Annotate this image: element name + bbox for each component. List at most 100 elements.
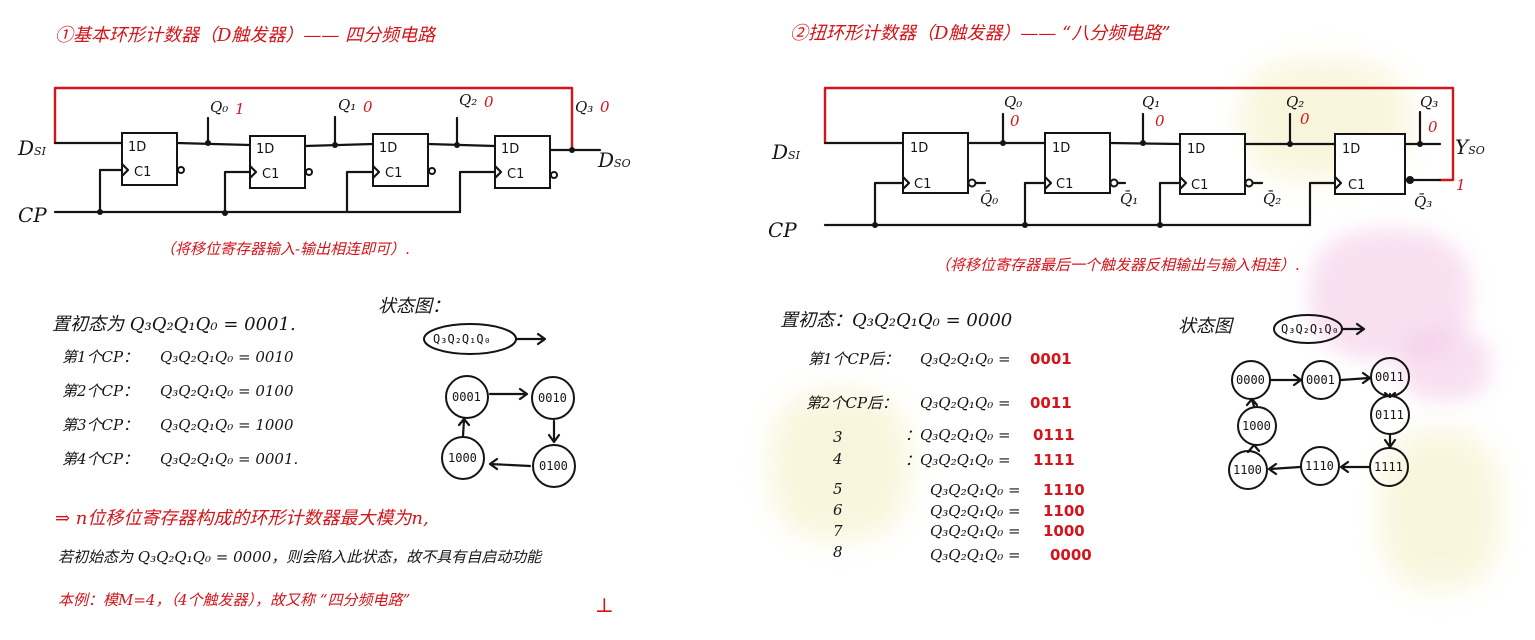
right-state-label: 0001 (1306, 373, 1335, 387)
left-ff-3-d: 1D (501, 142, 519, 157)
right-note: （将移位寄存器最后一个触发器反相输出与输入相连）. (935, 256, 1300, 274)
right-title: ②扭环形计数器（D触发器）—— “八分频电路” (790, 23, 1171, 44)
right-q2-label: Q₂ (1286, 93, 1304, 111)
left-q2-value: 0 (484, 93, 494, 111)
right-ff-0-d: 1D (910, 141, 928, 156)
right-step-expr: Q₃Q₂Q₁Q₀ = (930, 546, 1021, 564)
right-dsi-sub: SI (788, 149, 800, 162)
left-q2-label: Q₂ (459, 91, 477, 109)
right-nq0-label: Q̄₀ (980, 190, 998, 208)
right-step-value: 0111 (1033, 426, 1075, 444)
left-dso-sub: SO (614, 157, 631, 170)
left-conclusion: ⇒ n位移位寄存器构成的环形计数器最大模为n, (55, 508, 429, 529)
right-state-label: 0011 (1375, 370, 1404, 384)
left-dso-letter: D (598, 148, 615, 172)
right-ff-3-d: 1D (1342, 142, 1360, 157)
right-state-label: 0000 (1236, 373, 1265, 387)
right-init: 置初态：Q₃Q₂Q₁Q₀ = 0000 (780, 310, 1013, 331)
right-dsi-label: DSI (772, 142, 800, 162)
right-ff-0-c: C1 (914, 177, 931, 192)
left-ff-2-d: 1D (379, 141, 397, 156)
left-init: 置初态为 Q₃Q₂Q₁Q₀ = 0001. (52, 314, 296, 335)
paper-stain (1400, 330, 1490, 400)
right-ff-3 (1334, 133, 1406, 195)
right-step-label: 8 (833, 543, 843, 561)
right-nq3-mark: 1 (1456, 176, 1466, 194)
right-q3-label: Q₃ (1420, 93, 1438, 111)
left-q3-label: Q₃ (575, 98, 593, 116)
left-step-expr: Q₃Q₂Q₁Q₀ = 0010 (160, 348, 294, 366)
paper-stain (1380, 430, 1500, 590)
right-step-expr: Q₃Q₂Q₁Q₀ = (930, 522, 1021, 540)
right-dso-sub: SO (1468, 144, 1485, 157)
right-q3-value: 0 (1428, 118, 1438, 136)
right-ff-1-c: C1 (1056, 177, 1073, 192)
right-step-value: 1000 (1043, 522, 1085, 540)
left-remark: 若初始态为 Q₃Q₂Q₁Q₀ = 0000，则会陷入此状态，故不具有自启动功能 (58, 548, 542, 566)
right-step-label: 5 (833, 480, 843, 498)
left-step-expr: Q₃Q₂Q₁Q₀ = 0100 (160, 382, 294, 400)
right-step-expr: Q₃Q₂Q₁Q₀ = (930, 502, 1021, 520)
left-step-expr: Q₃Q₂Q₁Q₀ = 1000 (160, 416, 294, 434)
left-ff-0-d: 1D (128, 140, 146, 155)
left-state-label: 0100 (539, 459, 568, 473)
left-step-label: 第2个CP： (62, 382, 139, 400)
right-dsi-letter: D (772, 140, 789, 164)
left-state-label: 1000 (448, 451, 477, 465)
right-q1-value: 0 (1155, 112, 1165, 130)
right-dso-letter: Y (1455, 135, 1469, 159)
right-ff-3-c: C1 (1348, 178, 1365, 193)
right-nq1-label: Q̄₁ (1120, 190, 1138, 208)
left-ff-0-c: C1 (134, 165, 151, 180)
right-step-expr: Q₃Q₂Q₁Q₀ = (920, 350, 1011, 368)
left-dso-label: DSO (598, 150, 631, 170)
left-example: 本例：模M=4，（4个触发器），故又称 “四分频电路” (58, 591, 411, 609)
right-step-expr: Q₃Q₂Q₁Q₀ = (920, 394, 1011, 412)
left-q0-label: Q₀ (210, 98, 228, 116)
right-step-expr: Q₃Q₂Q₁Q₀ = (930, 481, 1021, 499)
left-state-node-1 (531, 376, 575, 420)
right-nq2-label: Q̄₂ (1263, 190, 1281, 208)
left-ff-2 (372, 133, 429, 187)
left-title: ①基本环形计数器（D触发器）—— 四分频电路 (55, 25, 436, 46)
left-q0-value: 1 (235, 100, 245, 118)
left-state-label: 0010 (538, 391, 567, 405)
left-state-title: 状态图： (378, 296, 450, 317)
left-q1-label: Q₁ (338, 96, 356, 114)
right-ff-2-c: C1 (1191, 178, 1208, 193)
right-step-value: 1100 (1043, 502, 1085, 520)
left-dsi-sub: SI (34, 145, 46, 158)
right-step-value: 0011 (1030, 394, 1072, 412)
right-step-label: 7 (833, 522, 843, 540)
right-ff-2-d: 1D (1187, 142, 1205, 157)
right-step-label: 第2个CP后： (806, 394, 898, 412)
left-ff-3-c: C1 (507, 167, 524, 182)
left-ff-1 (249, 135, 306, 189)
left-step-label: 第3个CP： (62, 416, 139, 434)
left-state-label: 0001 (452, 390, 481, 404)
left-dsi-letter: D (18, 136, 35, 160)
right-state-node-5 (1300, 446, 1340, 486)
right-ff-2 (1179, 133, 1246, 195)
right-state-label: 0111 (1375, 408, 1404, 422)
right-dso-label: YSO (1455, 137, 1485, 157)
right-feedback-wire (823, 86, 1455, 182)
right-state-label: 1111 (1374, 460, 1403, 474)
left-q1-value: 0 (363, 98, 373, 116)
right-ff-1-d: 1D (1052, 141, 1070, 156)
left-feedback-wire (53, 86, 574, 152)
left-mark: ⊥ (595, 593, 614, 617)
right-step-expr: ：Q₃Q₂Q₁Q₀ = (905, 451, 1011, 469)
left-step-label: 第1个CP： (62, 348, 139, 366)
left-step-expr: Q₃Q₂Q₁Q₀ = 0001. (160, 450, 299, 468)
left-ff-2-c: C1 (385, 166, 402, 181)
left-ff-0 (121, 132, 178, 186)
right-step-label: 第1个CP后： (808, 350, 900, 368)
right-q1-label: Q₁ (1142, 93, 1160, 111)
right-step-label: 3 (833, 428, 843, 446)
left-ff-1-d: 1D (256, 142, 274, 157)
right-step-value: 0001 (1030, 350, 1072, 368)
right-state-key: Q₃Q₂Q₁Q₀ (1281, 322, 1339, 336)
right-state-label: 1110 (1305, 459, 1334, 473)
